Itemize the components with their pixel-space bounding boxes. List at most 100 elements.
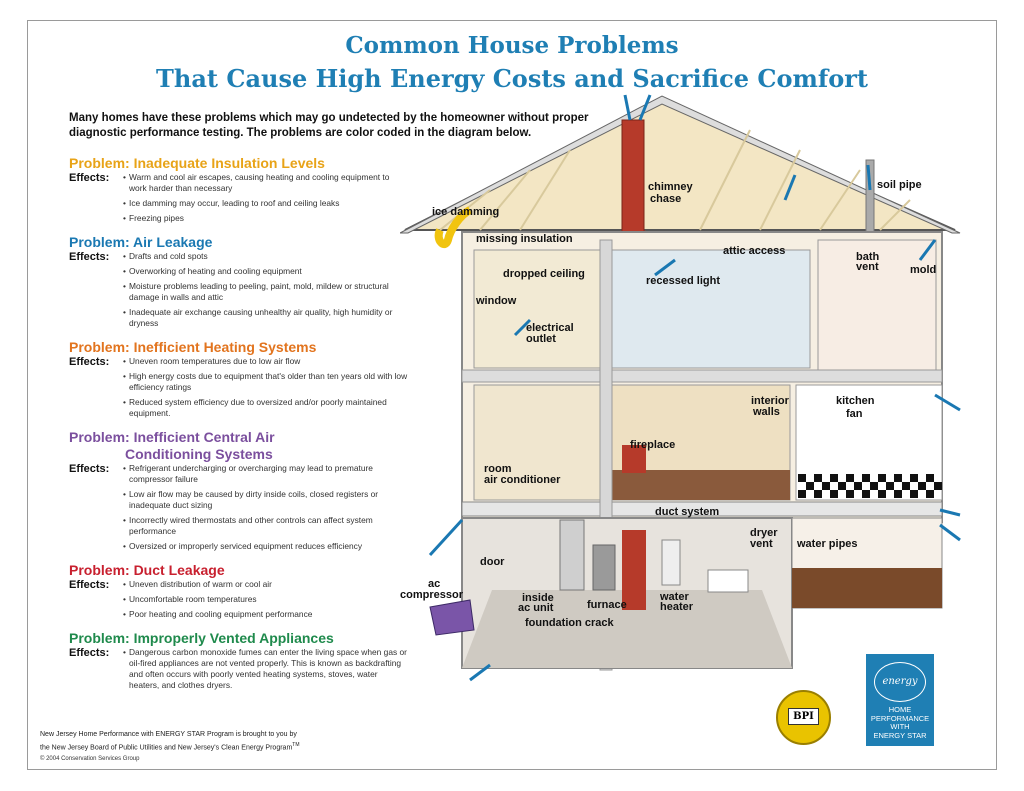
label-water: water <box>659 591 689 603</box>
label-dryer-vent: vent <box>750 538 773 550</box>
label-walls: walls <box>752 406 780 418</box>
wood-floor <box>610 470 790 500</box>
floor-tile <box>886 482 894 490</box>
effects-label: Effects: <box>69 356 110 368</box>
chimney <box>621 119 645 241</box>
label-foundation-crack: foundation crack <box>525 617 615 629</box>
estar-line2: PERFORMANCE <box>870 713 930 723</box>
label-chimney: chimney <box>648 181 694 193</box>
basement-chimney <box>622 530 646 610</box>
effects-list: Dangerous carbon monoxide fumes can ente… <box>123 647 409 695</box>
floor-tile <box>926 490 934 498</box>
label-heater: heater <box>660 601 694 613</box>
effects-list: Refrigerant undercharging or overchargin… <box>123 463 409 556</box>
floor-tile <box>798 474 806 482</box>
estar-line3: WITH <box>890 722 910 731</box>
estar-line1: HOME <box>888 705 912 714</box>
effects-list: Warm and cool air escapes, causing heati… <box>123 172 409 228</box>
fireplace <box>622 445 646 473</box>
effect-item: Uneven distribution of warm or cool air <box>123 579 312 590</box>
effects-list: Drafts and cold spotsOverworking of heat… <box>123 251 409 333</box>
label-window: window <box>475 295 517 307</box>
floor-tile <box>878 490 886 498</box>
effect-item: Dangerous carbon monoxide fumes can ente… <box>123 647 409 691</box>
bpi-text: BPI <box>788 708 819 725</box>
effect-item: Poor heating and cooling equipment perfo… <box>123 609 312 620</box>
furnace-unit <box>592 544 616 591</box>
copyright: © 2004 Conservation Services Group <box>40 756 140 762</box>
label-recessed-light: recessed light <box>646 275 720 287</box>
effect-item: Reduced system efficiency due to oversiz… <box>123 397 409 419</box>
effect-item: Overworking of heating and cooling equip… <box>123 266 409 277</box>
floor-tile <box>822 482 830 490</box>
label-missing-insulation: missing insulation <box>476 233 573 245</box>
effects-label: Effects: <box>69 579 110 591</box>
intro-text: Many homes have these problems which may… <box>69 112 589 139</box>
bpi-seal: BPI <box>776 690 831 745</box>
label-water-pipes: water pipes <box>796 538 858 550</box>
room-upper-middle <box>609 249 811 369</box>
floor-tile <box>862 490 870 498</box>
label-chase: chase <box>650 193 681 205</box>
effect-item: Drafts and cold spots <box>123 251 409 262</box>
footer-line2-wrap: the New Jersey Board of Public Utilities… <box>40 740 300 753</box>
label-bath: bath <box>856 251 880 263</box>
label-interior: interior <box>751 395 790 407</box>
label-kitchen: kitchen <box>836 395 875 407</box>
effects: Effects: Uneven room temperatures due to … <box>69 356 409 423</box>
estar-line4: ENERGY STAR <box>873 730 927 740</box>
floor-tile <box>894 474 902 482</box>
effects: Effects:Dangerous carbon monoxide fumes … <box>69 647 409 695</box>
effects-list: Uneven distribution of warm or cool airU… <box>123 579 312 624</box>
page-border <box>27 20 997 770</box>
label-air-conditioner: air conditioner <box>484 474 561 486</box>
label-dropped-ceiling: dropped ceiling <box>503 268 585 280</box>
footer: New Jersey Home Performance with ENERGY … <box>40 730 300 753</box>
effect-item: Uncomfortable room temperatures <box>123 594 312 605</box>
effect-item: Oversized or improperly serviced equipme… <box>123 541 409 552</box>
label-ice-damming: ice damming <box>432 206 499 218</box>
floor-tile <box>806 482 814 490</box>
label-room: room <box>484 463 512 475</box>
label-duct-system: duct system <box>655 506 719 518</box>
floor-tile <box>926 474 934 482</box>
floor-tile <box>846 474 854 482</box>
problem-title: Problem: Improperly Vented Appliances <box>69 630 409 647</box>
energy-star-mark: energy <box>874 662 926 702</box>
attic-rafters <box>439 129 911 231</box>
footer-line1: New Jersey Home Performance with ENERGY … <box>40 731 297 738</box>
label-fan: fan <box>846 408 863 420</box>
floor-tile <box>910 490 918 498</box>
label-electrical: electrical <box>526 322 574 334</box>
effect-item: Ice damming may occur, leading to roof a… <box>123 198 409 209</box>
label-dryer: dryer <box>750 527 778 539</box>
crawlspace-dirt <box>792 568 942 608</box>
effect-item: Freezing pipes <box>123 213 409 224</box>
floor-tile <box>894 490 902 498</box>
effect-item: Refrigerant undercharging or overchargin… <box>123 463 409 485</box>
effect-item: Low air flow may be caused by dirty insi… <box>123 489 409 511</box>
label-fireplace: fireplace <box>630 439 675 451</box>
effect-item: Uneven room temperatures due to low air … <box>123 356 409 367</box>
problem-title-text: Problem: Duct Leakage <box>69 562 225 578</box>
floor-tile <box>830 474 838 482</box>
footer-tm: TM <box>292 742 300 748</box>
floor-tile <box>902 482 910 490</box>
floor-tile <box>918 482 926 490</box>
label-vent: vent <box>856 261 879 273</box>
page-title-line1: Common House Problems <box>345 32 679 59</box>
floor-tile <box>814 474 822 482</box>
label-furnace: furnace <box>587 599 627 611</box>
problem-title: Problem: Air Leakage <box>69 234 409 251</box>
floor-2 <box>461 369 943 383</box>
floor-tile <box>870 482 878 490</box>
effects-list: Uneven room temperatures due to low air … <box>123 356 409 423</box>
problem-title-text: Problem: Inadequate Insulation Levels <box>69 155 325 171</box>
effect-item: Incorrectly wired thermostats and other … <box>123 515 409 537</box>
effects: Effects: Uneven distribution of warm or c… <box>69 579 409 624</box>
washer-dryer <box>707 569 749 593</box>
